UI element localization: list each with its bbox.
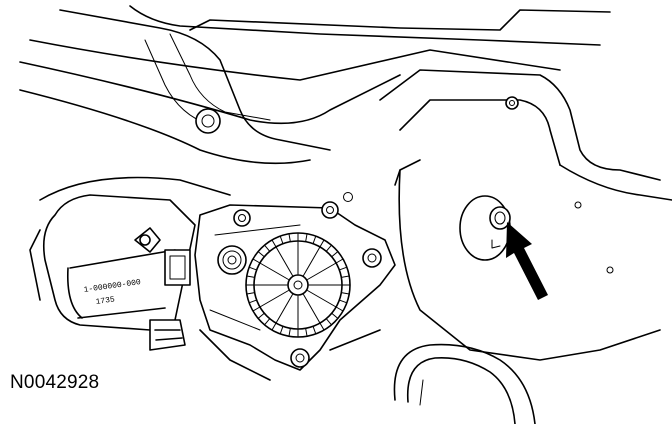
gear-tooth: [319, 239, 325, 248]
gear-tooth: [246, 275, 256, 278]
gear-spoke: [276, 247, 293, 276]
gear-tooth: [331, 312, 339, 319]
gear-spoke: [307, 290, 336, 307]
gear-spoke: [303, 294, 320, 323]
gear-tooth: [305, 327, 308, 337]
gear-tooth: [252, 306, 261, 312]
gear-tooth: [312, 325, 317, 335]
drive-gear: [245, 232, 351, 338]
gear-tooth: [340, 275, 350, 278]
gear-tooth: [279, 325, 284, 335]
upper-bolt: [195, 108, 221, 134]
gear-tooth: [335, 258, 344, 264]
gear-tooth: [338, 299, 348, 304]
callout-arrow: [506, 222, 548, 300]
gear-tooth: [305, 233, 308, 243]
door-frame-rails: [19, 5, 611, 165]
gear-spoke: [260, 290, 289, 307]
gear-spoke: [276, 294, 293, 323]
gear-tooth: [325, 244, 332, 252]
gear-spoke: [307, 263, 336, 280]
gear-tooth: [331, 251, 339, 258]
gear-tooth: [271, 322, 277, 331]
speaker-opening: [393, 343, 536, 424]
gear-tooth: [248, 299, 258, 304]
lower-rails: [29, 176, 381, 381]
gear-tooth: [248, 266, 258, 271]
gear-spoke: [260, 263, 289, 280]
gear-tooth: [252, 258, 261, 264]
gear-tooth: [264, 318, 271, 326]
gear-tooth: [257, 251, 265, 258]
access-hole: [459, 195, 511, 261]
inner-door-panel: [343, 69, 672, 361]
gear-tooth: [257, 312, 265, 319]
gear-tooth: [325, 318, 332, 326]
gear-tooth: [340, 292, 350, 295]
gear-tooth: [279, 235, 284, 245]
gear-tooth: [264, 244, 271, 252]
gear-tooth: [319, 322, 325, 331]
gear-tooth: [338, 266, 348, 271]
gear-spoke: [303, 247, 320, 276]
motor-housing: 1-000000-000 1735: [42, 194, 196, 351]
gear-tooth: [288, 233, 291, 243]
gear-tooth: [246, 292, 256, 295]
gear-tooth: [335, 306, 344, 312]
gear-tooth: [288, 327, 291, 337]
gear-tooth: [312, 235, 317, 245]
figure-reference-number: N0042928: [10, 372, 100, 393]
gear-tooth: [271, 239, 277, 248]
motor-label-line2: 1735: [95, 295, 115, 307]
